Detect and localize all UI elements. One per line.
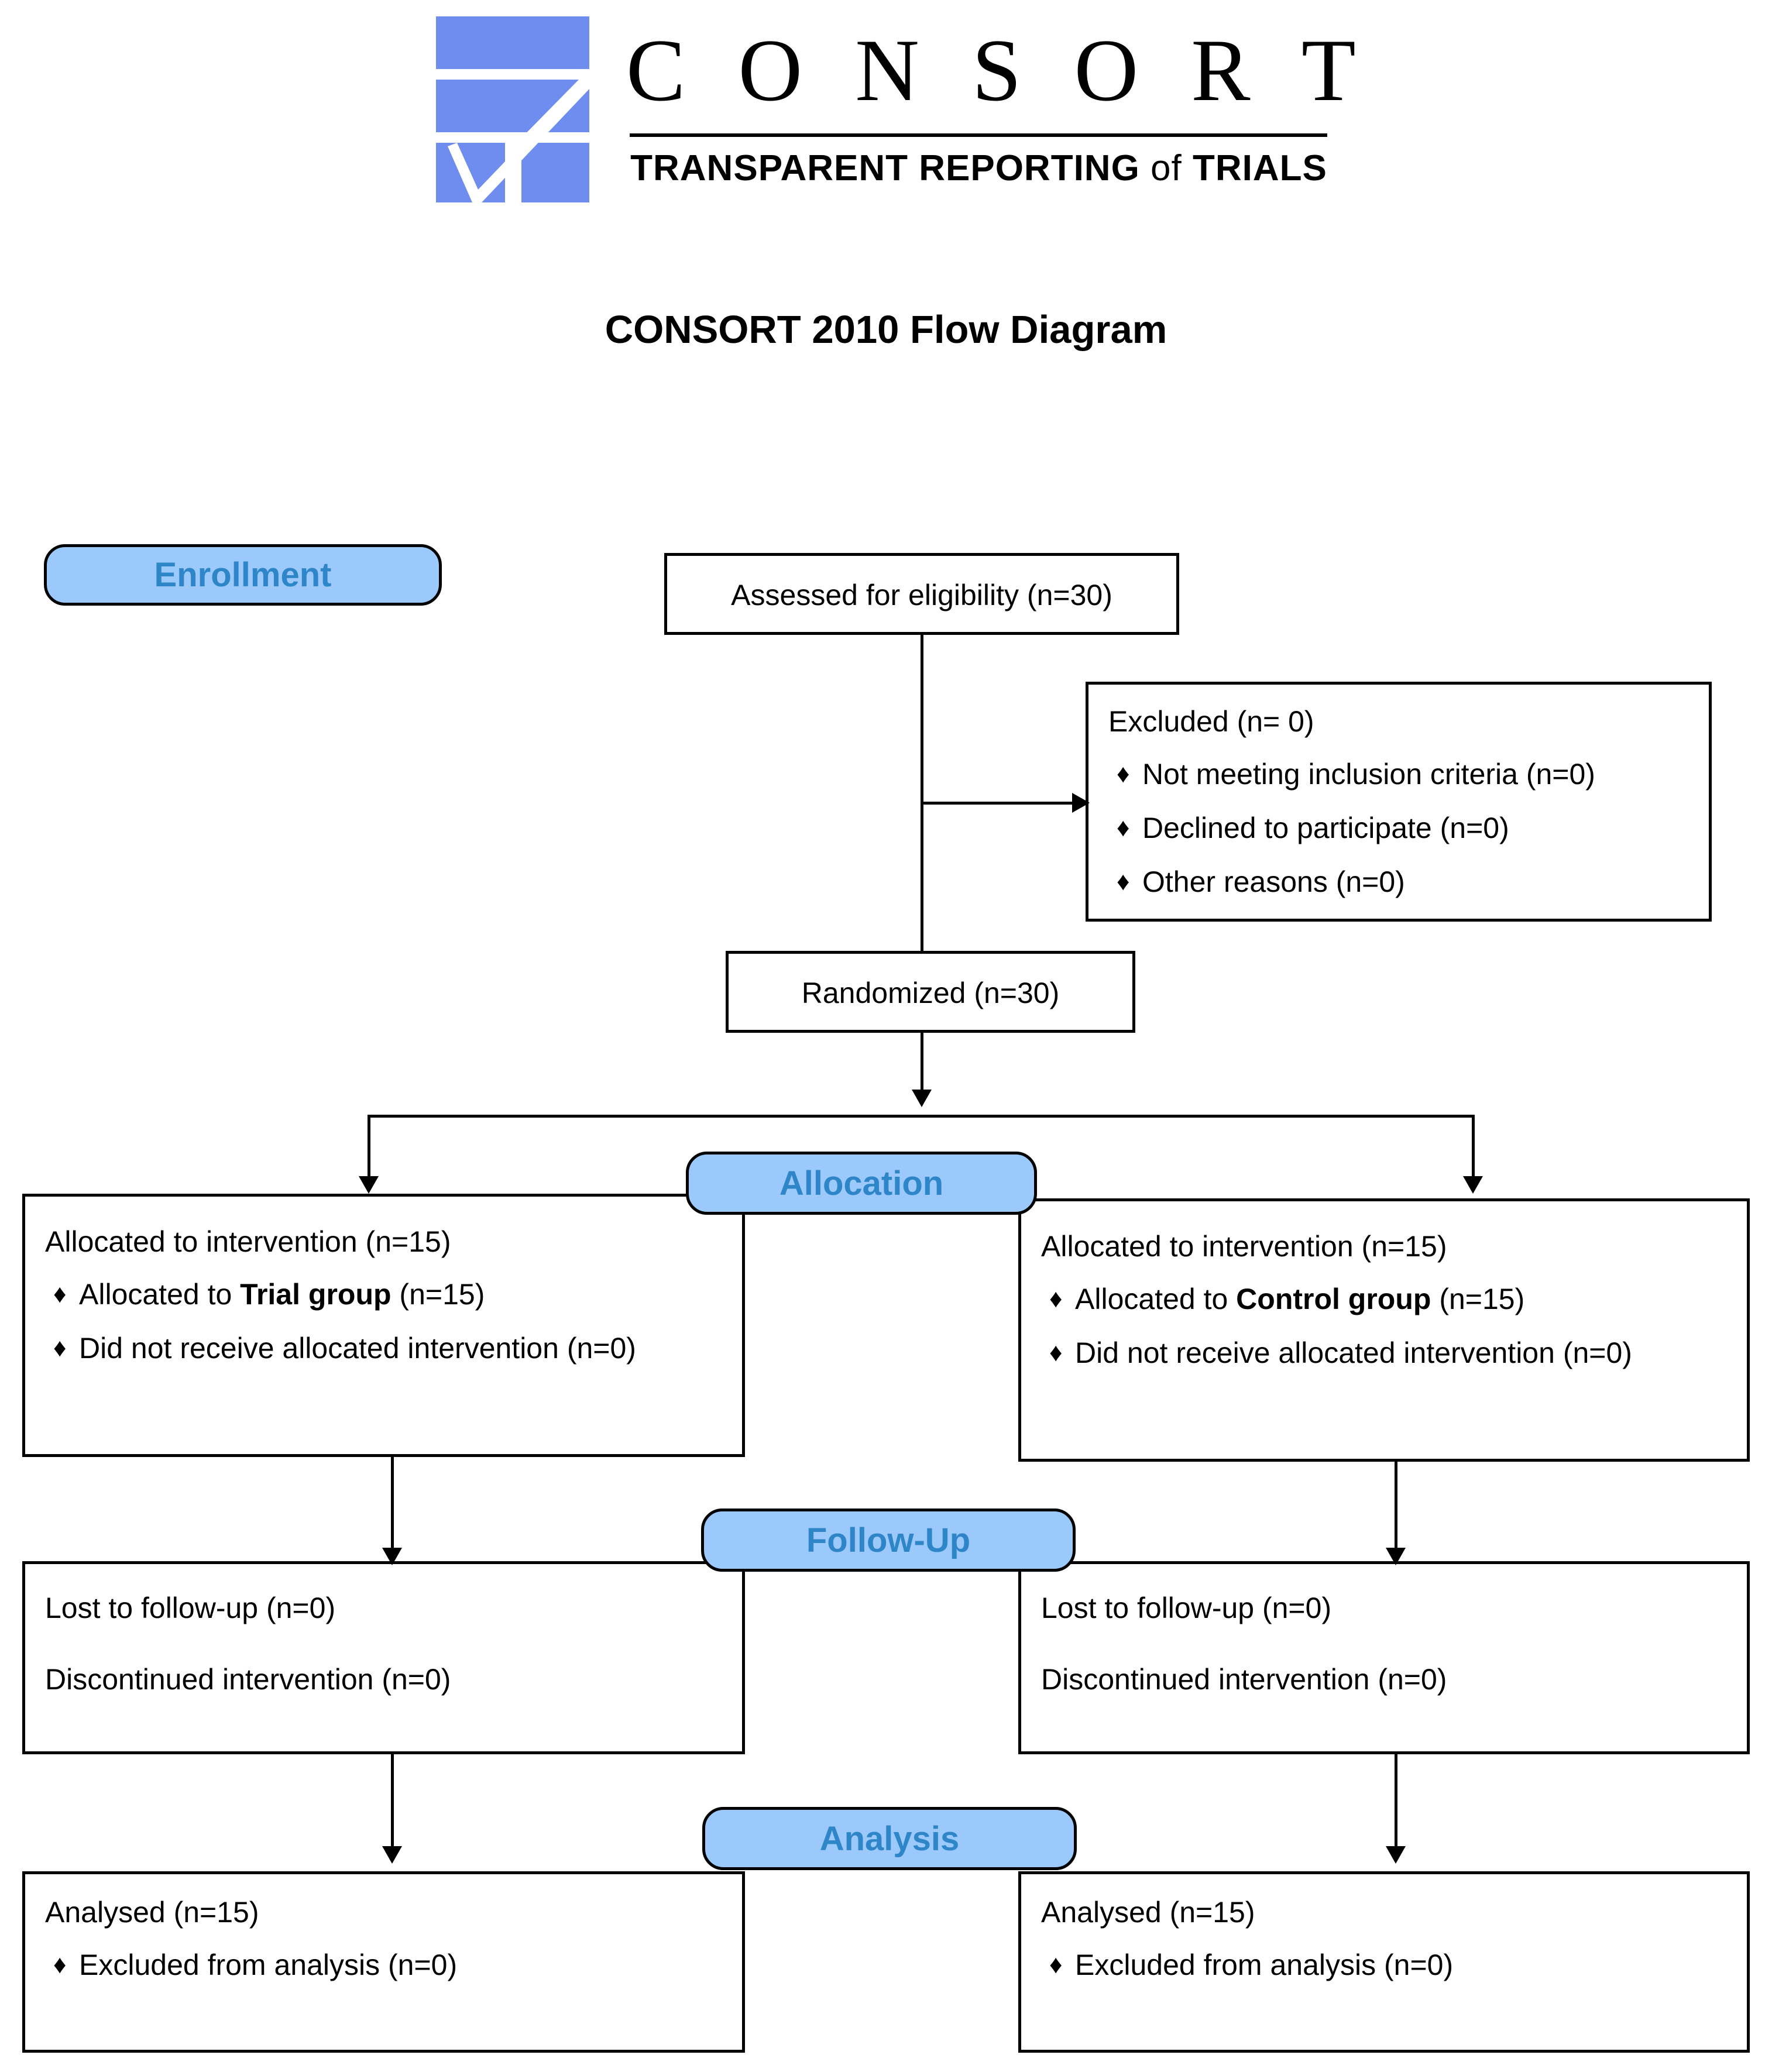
followup-left-box: Lost to follow-up (n=0) Discontinued int… (22, 1561, 745, 1754)
arrow-allocation-right-icon (1463, 1176, 1483, 1194)
connector-eligibility-to-randomized (921, 635, 923, 951)
arrow-followup-left-icon (382, 1548, 402, 1565)
stage-badge-allocation-label: Allocation (779, 1164, 944, 1202)
allocation-left-item: ♦ Allocated to Trial group (n=15) (45, 1274, 722, 1315)
allocation-left-item-post: (n=15) (391, 1278, 485, 1311)
allocation-right-item: ♦ Allocated to Control group (n=15) (1041, 1279, 1727, 1320)
excluded-reason-text: Not meeting inclusion criteria (n=0) (1142, 758, 1595, 791)
excluded-reason-item: ♦ Other reasons (n=0) (1108, 861, 1689, 902)
connector-to-excluded (921, 802, 1076, 805)
excluded-reason-text: Other reasons (n=0) (1142, 865, 1405, 898)
allocation-right-item-strong: Control group (1236, 1283, 1431, 1315)
arrow-analysis-left-icon (382, 1846, 402, 1864)
bullet-diamond-icon: ♦ (1049, 1338, 1063, 1367)
stage-badge-followup: Follow-Up (701, 1509, 1076, 1572)
bullet-diamond-icon: ♦ (1117, 867, 1130, 896)
analysis-left-bullet-text: Excluded from analysis (n=0) (79, 1949, 458, 1981)
consort-tagline: TRANSPARENT REPORTING of TRIALS (626, 146, 1331, 191)
allocation-left-box: Allocated to intervention (n=15) ♦ Alloc… (22, 1194, 745, 1457)
bullet-diamond-icon: ♦ (1117, 760, 1130, 788)
allocation-right-item-pre: Allocated to (1075, 1283, 1237, 1315)
connector-alloc-left-to-followup (391, 1457, 394, 1556)
excluded-box: Excluded (n= 0) ♦ Not meeting inclusion … (1086, 682, 1712, 922)
excluded-reason-text: Declined to participate (n=0) (1142, 812, 1509, 844)
allocation-right-box: Allocated to intervention (n=15) ♦ Alloc… (1018, 1198, 1750, 1462)
excluded-reason-item: ♦ Not meeting inclusion criteria (n=0) (1108, 754, 1689, 795)
allocation-right-item-post: (n=15) (1431, 1283, 1525, 1315)
arrow-followup-right-icon (1386, 1548, 1406, 1565)
bullet-diamond-icon: ♦ (1049, 1950, 1063, 1979)
consort-divider-rule (630, 133, 1327, 137)
arrow-analysis-right-icon (1386, 1846, 1406, 1864)
allocation-left-heading: Allocated to intervention (n=15) (45, 1225, 451, 1258)
stage-badge-analysis: Analysis (702, 1807, 1077, 1870)
stage-badge-followup-label: Follow-Up (806, 1521, 971, 1559)
allocation-right-item: ♦ Did not receive allocated intervention… (1041, 1332, 1727, 1373)
followup-right-line1: Lost to follow-up (n=0) (1041, 1592, 1332, 1624)
analysis-right-heading: Analysed (n=15) (1041, 1896, 1255, 1929)
excluded-reason-item: ♦ Declined to participate (n=0) (1108, 808, 1689, 848)
consort-logo: C O N S O R T TRANSPARENT REPORTING of T… (436, 16, 1371, 207)
assessed-for-eligibility-box: Assessed for eligibility (n=30) (664, 553, 1179, 635)
connector-followup-left-to-analysis (391, 1754, 394, 1855)
allocation-left-item: ♦ Did not receive allocated intervention… (45, 1328, 722, 1369)
bullet-diamond-icon: ♦ (1117, 813, 1130, 842)
bullet-diamond-icon: ♦ (53, 1334, 67, 1362)
excluded-heading: Excluded (n= 0) (1108, 705, 1314, 738)
connector-allocation-split-bar (368, 1115, 1475, 1118)
analysis-right-box: Analysed (n=15) ♦ Excluded from analysis… (1018, 1871, 1750, 2053)
bullet-diamond-icon: ♦ (53, 1280, 67, 1308)
allocation-right-heading: Allocated to intervention (n=15) (1041, 1230, 1447, 1263)
analysis-left-heading: Analysed (n=15) (45, 1896, 259, 1929)
analysis-left-bullet: ♦ Excluded from analysis (n=0) (45, 1944, 722, 1985)
page-title: CONSORT 2010 Flow Diagram (605, 308, 1167, 352)
connector-followup-right-to-analysis (1395, 1754, 1397, 1855)
arrow-allocation-left-icon (359, 1176, 379, 1194)
randomized-box: Randomized (n=30) (726, 951, 1135, 1033)
followup-right-line2: Discontinued intervention (n=0) (1041, 1663, 1447, 1696)
connector-randomized-down (921, 1033, 923, 1097)
connector-split-left-drop (368, 1115, 370, 1185)
consort-wordmark-text: C O N S O R T (626, 21, 1371, 119)
analysis-right-bullet: ♦ Excluded from analysis (n=0) (1041, 1944, 1727, 1985)
bullet-diamond-icon: ♦ (53, 1950, 67, 1979)
tagline-end: TRIALS (1192, 148, 1327, 188)
followup-right-box: Lost to follow-up (n=0) Discontinued int… (1018, 1561, 1750, 1754)
consort-wordmark: C O N S O R T TRANSPARENT REPORTING of T… (626, 16, 1371, 207)
allocation-left-item-pre: Did not receive allocated intervention (… (79, 1332, 636, 1365)
analysis-right-bullet-text: Excluded from analysis (n=0) (1075, 1949, 1454, 1981)
arrow-randomized-split-icon (912, 1090, 932, 1107)
connector-split-right-drop (1472, 1115, 1475, 1185)
tagline-of: of (1151, 148, 1193, 188)
connector-alloc-right-to-followup (1395, 1462, 1397, 1556)
consort-logo-mark-icon (436, 16, 589, 202)
allocation-right-item-pre: Did not receive allocated intervention (… (1075, 1336, 1632, 1369)
randomized-text: Randomized (n=30) (801, 977, 1060, 1009)
allocation-left-item-pre: Allocated to (79, 1278, 241, 1311)
analysis-left-box: Analysed (n=15) ♦ Excluded from analysis… (22, 1871, 745, 2053)
stage-badge-enrollment-label: Enrollment (154, 556, 332, 594)
assessed-for-eligibility-text: Assessed for eligibility (n=30) (731, 579, 1112, 611)
bullet-diamond-icon: ♦ (1049, 1284, 1063, 1313)
followup-left-line1: Lost to follow-up (n=0) (45, 1592, 336, 1624)
tagline-main: TRANSPARENT REPORTING (630, 148, 1151, 188)
allocation-left-item-strong: Trial group (240, 1278, 392, 1311)
followup-left-line2: Discontinued intervention (n=0) (45, 1663, 451, 1696)
stage-badge-analysis-label: Analysis (819, 1819, 960, 1858)
stage-badge-allocation: Allocation (686, 1152, 1037, 1215)
arrow-to-excluded-icon (1072, 793, 1090, 813)
stage-badge-enrollment: Enrollment (44, 544, 442, 606)
